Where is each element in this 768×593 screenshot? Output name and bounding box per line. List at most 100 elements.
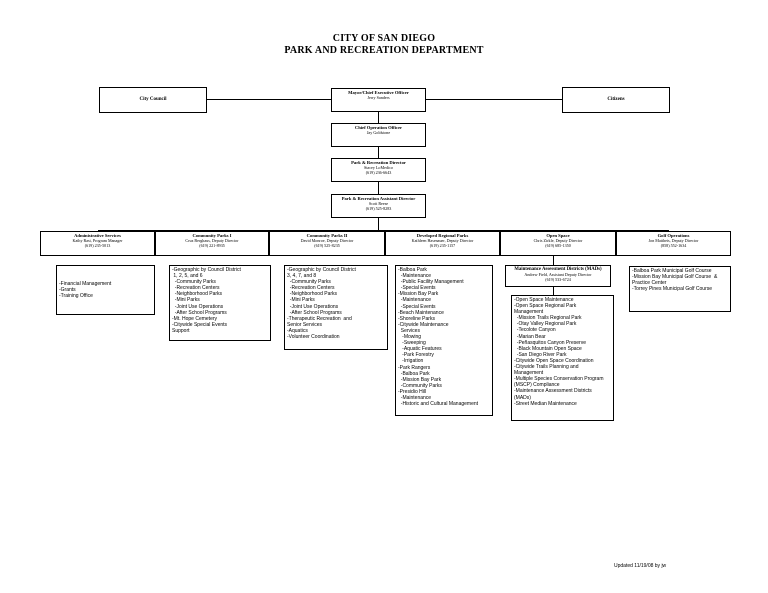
director-name: Stacey LoMedico — [364, 165, 393, 171]
function-list-item: -Maintenance — [398, 297, 432, 304]
function-list-item: -Sweeping — [398, 340, 426, 347]
function-list-item: -Community Parks — [172, 279, 216, 286]
function-list-item: Management — [514, 370, 544, 377]
connector-opensp-mads — [553, 256, 554, 265]
function-list-item: -After School Programs — [172, 309, 227, 316]
function-list-item: -Mission Trails Regional Park — [514, 315, 582, 322]
division-phone: (619) 221-8935 — [199, 243, 225, 249]
function-list-item: -Beach Maintenance — [398, 309, 444, 316]
division-box-administrative-services: Administrative Services Kathy Rast, Prog… — [40, 231, 155, 256]
director-title: Park & Recreation Director — [351, 160, 406, 165]
coo-box: Chief Operation Officer Jay Goldstone — [331, 123, 426, 147]
function-list-item: (MADs) — [514, 394, 531, 401]
function-list-item: -Maintenance — [398, 394, 432, 401]
functions-list-golf-operations: -Balboa Park Municipal Golf Course-Missi… — [629, 266, 731, 312]
function-list-item: -Joint Use Operations — [172, 303, 224, 310]
function-list-item: -Recreation Centers — [287, 285, 335, 292]
function-list-item: -Mowing — [398, 334, 422, 341]
function-list-item: -San Diego River Park — [514, 351, 567, 358]
function-list-item: -Aquatics — [287, 327, 308, 334]
connector-council-mayor — [205, 99, 332, 100]
assistant-director-phone: (619) 525-8283 — [365, 206, 392, 212]
function-list-item: -Joint Use Operations — [287, 303, 339, 310]
division-title: Community Parks II — [306, 233, 348, 238]
function-list-item: Management — [514, 309, 544, 316]
citizens-box: Citizens — [562, 87, 670, 113]
division-phone: (619) 685-1350 — [545, 243, 571, 249]
function-list-item: (MSCP) Compliance — [514, 382, 560, 389]
org-chart-title-line1: CITY OF SAN DIEGO — [332, 33, 436, 44]
function-list-item: -Mission Bay Park — [398, 376, 442, 383]
function-list-item: Practice Center — [632, 280, 667, 287]
function-list-item: -Aquatic Features — [398, 346, 442, 353]
functions-list-open-space: -Open Space Maintenance-Open Space Regio… — [511, 295, 614, 421]
division-title: Open Space — [546, 233, 570, 238]
function-list-item: -Training Office — [59, 293, 93, 300]
function-list-item: -Financial Management — [59, 280, 112, 287]
division-title: Golf Operations — [657, 233, 690, 238]
function-list-item: -Volunteer Coordination — [287, 334, 340, 341]
assistant-director-name: Scott Reese — [368, 201, 389, 207]
division-head-name: David Monroe, Deputy Director — [300, 238, 354, 244]
function-list-item: -Recreation Centers — [172, 285, 220, 292]
division-phone: (858) 552-1634 — [660, 243, 687, 249]
function-list-item: Services — [398, 327, 420, 334]
division-head-name: Kathleen Hasenauer, Deputy Director — [411, 238, 474, 244]
function-list-item: -Park Rangers — [398, 364, 431, 371]
function-list-item: -Maintenance Assessment Districts — [514, 388, 592, 395]
division-phone: (619) 235-5013 — [84, 243, 111, 249]
function-list-item: -Mini Parks — [172, 297, 200, 304]
division-box-community-parks-2: Community Parks II David Monroe, Deputy … — [269, 231, 385, 256]
function-list-item: -Black Mountain Open Space — [514, 345, 582, 352]
director-phone: (619) 236-6643 — [365, 170, 392, 176]
division-phone: (619) 235-1157 — [429, 243, 456, 249]
function-list-item: Support — [172, 327, 190, 334]
division-title: Administrative Services — [74, 233, 121, 238]
coo-name: Jay Goldstone — [366, 130, 391, 136]
function-list-item: -Community Parks — [398, 382, 442, 389]
org-chart-title-line2: PARK AND RECREATION DEPARTMENT — [284, 45, 484, 56]
mads-title: Maintenance Assessment Districts (MADs) — [514, 267, 602, 272]
division-title: Community Parks I — [192, 233, 232, 238]
mayor-box: Mayor/Chief Executive Officer Jerry Sand… — [331, 88, 426, 112]
function-list-item: -Maintenance — [398, 273, 432, 280]
division-head-name: Cruz Berghaus, Deputy Director — [185, 238, 239, 244]
function-list-item: -Torrey Pines Municipal Golf Course — [632, 286, 713, 293]
function-list-item: -Special Events — [398, 303, 436, 310]
functions-list-developed-regional-parks: -Balboa Park -Maintenance -Public Facili… — [395, 265, 493, 416]
function-list-item: -Presidio Hill — [398, 388, 427, 395]
assistant-director-title: Park & Recreation Assistant Director — [341, 196, 416, 201]
function-list-item: -Citywide Trails Planning and — [514, 364, 579, 371]
division-box-community-parks-1: Community Parks I Cruz Berghaus, Deputy … — [155, 231, 269, 256]
function-list-item: -Mission Bay Park — [398, 291, 439, 298]
function-list-item: -Mini Parks — [287, 297, 315, 304]
assistant-director-box: Park & Recreation Assistant Director Sco… — [331, 194, 426, 218]
mads-box: Maintenance Assessment Districts (MADs) … — [505, 265, 611, 287]
division-head-name: Jon Mattheis, Deputy Director — [648, 238, 699, 244]
connector-mayor-citizens — [425, 99, 563, 100]
division-title: Developed Regional Parks — [416, 233, 469, 238]
function-list-item: 1, 2, 5, and 6 — [172, 273, 203, 280]
coo-title: Chief Operation Officer — [354, 125, 403, 130]
connector-mads-list — [553, 286, 554, 295]
function-list-item: -Balboa Park Municipal Golf Course — [632, 268, 712, 274]
director-box: Park & Recreation Director Stacey LoMedi… — [331, 158, 426, 182]
function-list-item: Senior Services — [287, 321, 323, 328]
function-list-item: -Balboa Park — [398, 267, 427, 273]
function-list-item: -Park Forestry — [398, 352, 434, 359]
division-box-open-space: Open Space Chris Zirkle, Deputy Director… — [500, 231, 616, 256]
mayor-title: Mayor/Chief Executive Officer — [348, 90, 409, 95]
function-list-item: -After School Programs — [287, 309, 342, 316]
function-list-item: -Tecolote Canyon — [514, 327, 556, 334]
function-list-item: -Neighborhood Parks — [287, 291, 338, 298]
function-list-item: -Mt. Hope Cemetery — [172, 315, 218, 322]
function-list-item: -Grants — [59, 286, 76, 293]
division-phone: (619) 525-8235 — [314, 243, 340, 249]
function-list-item: -Public Facility Management — [398, 279, 464, 286]
division-head-name: Kathy Rast, Program Manager — [72, 238, 123, 244]
function-list-item: -Open Space Maintenance — [514, 297, 574, 303]
function-list-item: -Citywide Special Events — [172, 321, 228, 328]
mads-head-name: Andrew Field, Assistant Deputy Director — [524, 272, 592, 278]
function-list-item: 3, 4, 7, and 8 — [287, 273, 317, 280]
